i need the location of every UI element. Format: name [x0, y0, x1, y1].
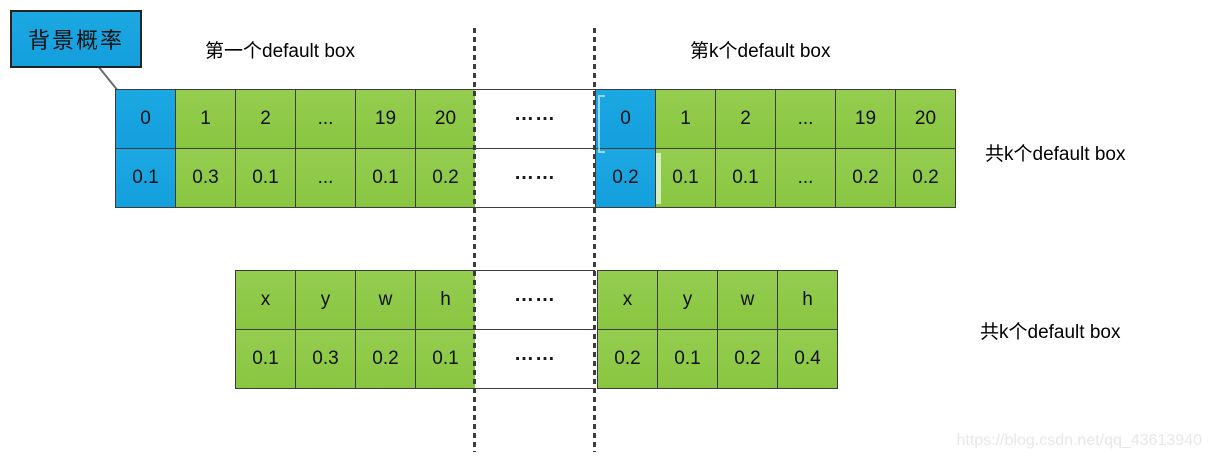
ellipsis-section-top: …… ……	[475, 89, 595, 208]
table-cell: h	[778, 271, 838, 330]
table-cell: 2	[236, 90, 296, 149]
table-cell: 0.3	[296, 330, 356, 389]
table-cell: 0.4	[778, 330, 838, 389]
selection-bracket-artifact	[598, 95, 605, 153]
ellipsis-dots: ……	[514, 283, 556, 306]
table-cell: x	[236, 271, 296, 330]
table-cell: 0.1	[236, 330, 296, 389]
table-cell: 0.1	[716, 149, 776, 208]
dashed-guide-line-right	[593, 28, 596, 452]
location-table-kth: x y w h 0.2 0.1 0.2 0.4	[597, 270, 838, 389]
table-cell: 0.2	[718, 330, 778, 389]
total-boxes-label-bottom: 共k个default box	[980, 322, 1121, 343]
table-cell: 0.2	[896, 149, 956, 208]
table-cell: 0.1	[116, 149, 176, 208]
table-cell: 20	[416, 90, 476, 149]
table-cell: 1	[656, 90, 716, 149]
total-boxes-label-top: 共k个default box	[985, 144, 1126, 165]
table-cell: ...	[296, 90, 356, 149]
table-cell: 1	[176, 90, 236, 149]
table-cell: 0	[116, 90, 176, 149]
table-cell: y	[296, 271, 356, 330]
table-cell: 19	[356, 90, 416, 149]
ellipsis-dots: ……	[514, 102, 556, 125]
ellipsis-section-bottom: …… ……	[475, 270, 595, 389]
selection-stripe-artifact	[656, 153, 661, 204]
first-default-box-title: 第一个default box	[205, 41, 355, 62]
table-cell: 0.2	[596, 149, 656, 208]
table-cell: 0.1	[356, 149, 416, 208]
table-cell: 0.1	[658, 330, 718, 389]
ellipsis-dots: ……	[514, 161, 556, 184]
table-cell: 0.3	[176, 149, 236, 208]
table-cell: 0.1	[656, 149, 716, 208]
background-probability-label: 背景概率	[27, 28, 124, 53]
table-cell: 0.2	[416, 149, 476, 208]
background-probability-callout: 背景概率	[10, 10, 142, 68]
table-cell: w	[718, 271, 778, 330]
table-cell: 0.2	[598, 330, 658, 389]
table-cell: 0	[596, 90, 656, 149]
table-cell: ...	[776, 149, 836, 208]
table-cell: x	[598, 271, 658, 330]
location-table-first: x y w h 0.1 0.3 0.2 0.1	[235, 270, 476, 389]
table-cell: ...	[776, 90, 836, 149]
kth-default-box-title: 第k个default box	[690, 41, 831, 62]
class-prob-table-first: 0 1 2 ... 19 20 0.1 0.3 0.1 ... 0.1 0.2	[115, 89, 476, 208]
table-cell: 0.2	[356, 330, 416, 389]
ellipsis-dots: ……	[514, 342, 556, 365]
table-cell: h	[416, 271, 476, 330]
csdn-watermark: https://blog.csdn.net/qq_43613940	[956, 432, 1202, 449]
table-cell: 0.2	[836, 149, 896, 208]
table-cell: 0.1	[236, 149, 296, 208]
class-prob-table-kth: 0 1 2 ... 19 20 0.2 0.1 0.1 ... 0.2 0.2	[595, 89, 956, 208]
table-cell: 19	[836, 90, 896, 149]
table-cell: y	[658, 271, 718, 330]
table-cell: w	[356, 271, 416, 330]
table-cell: ...	[296, 149, 356, 208]
table-cell: 20	[896, 90, 956, 149]
table-cell: 0.1	[416, 330, 476, 389]
dashed-guide-line-left	[473, 28, 476, 452]
table-cell: 2	[716, 90, 776, 149]
